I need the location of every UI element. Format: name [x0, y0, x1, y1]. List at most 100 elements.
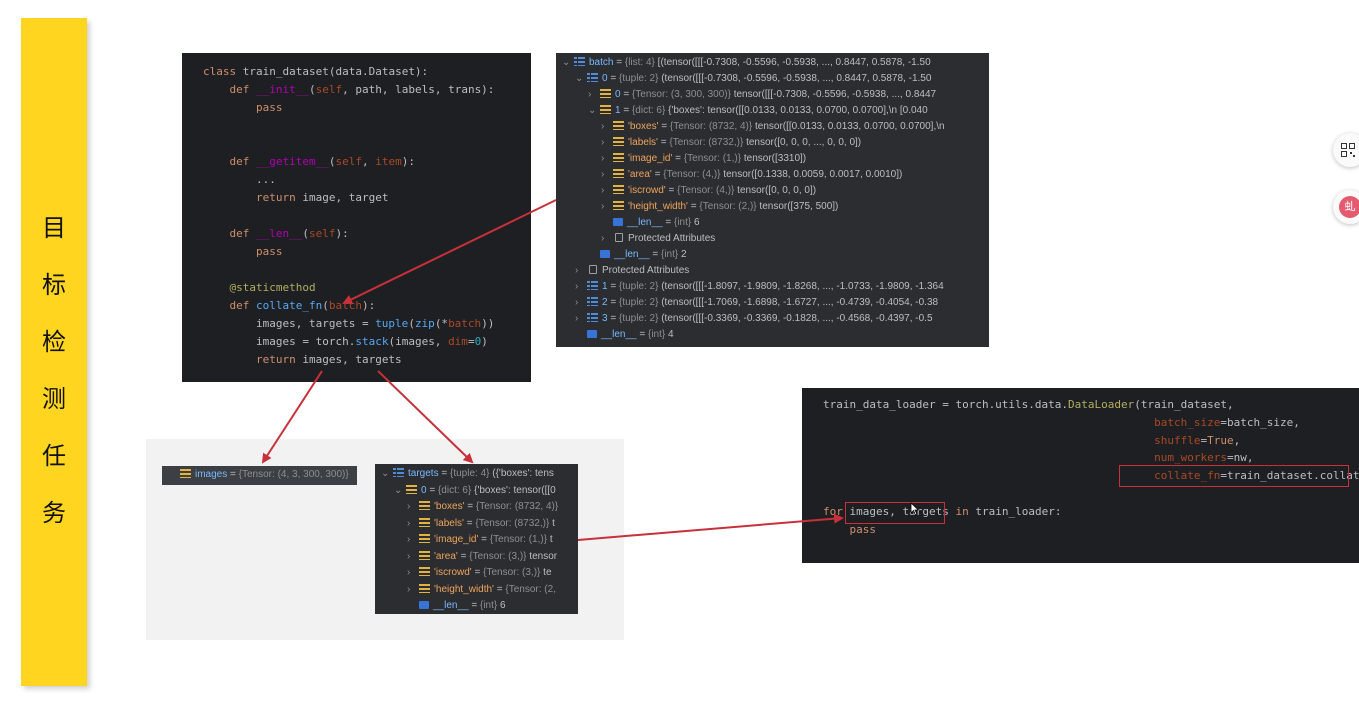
code-token: dim	[448, 335, 468, 348]
code-token: in	[955, 504, 976, 518]
code-token: images, targets =	[203, 317, 376, 330]
chevron-down-icon[interactable]: ⌄	[588, 105, 597, 116]
chevron-right-icon[interactable]: ›	[588, 89, 592, 100]
chevron-right-icon[interactable]: ›	[575, 313, 579, 324]
debug-tree-row[interactable]: ⌄targets = {tuple: 4} ({'boxes': tens	[381, 466, 554, 482]
chevron-right-icon[interactable]: ›	[601, 153, 605, 164]
code-line: class train_dataset(data.Dataset):	[203, 65, 428, 78]
code-line: for images, targets in train_loader:	[823, 505, 1061, 518]
images-debug-tree[interactable]: images = {Tensor: (4, 3, 300, 300)}	[162, 466, 357, 485]
chevron-right-icon[interactable]: ›	[407, 583, 411, 595]
debug-val: tensor([375, 500])	[756, 201, 839, 212]
debug-tree-row[interactable]: __len__ = {int} 4	[575, 327, 674, 343]
chevron-down-icon[interactable]: ⌄	[562, 57, 571, 68]
debug-tree-row[interactable]: ›3 = {tuple: 2} (tensor([[[-0.3369, -0.3…	[575, 311, 933, 327]
chevron-right-icon[interactable]: ›	[601, 137, 605, 148]
targets-debug-tree[interactable]: ⌄targets = {tuple: 4} ({'boxes': tens⌄0 …	[375, 464, 578, 614]
debug-tree-row[interactable]: ›'image_id' = {Tensor: (1,)} t	[407, 532, 553, 548]
code-token: ):	[361, 299, 376, 312]
title-banner: 目标检测任务	[21, 18, 87, 686]
debug-tree-row[interactable]: ›'height_width' = {Tensor: (2,	[407, 582, 556, 598]
debug-tree-row[interactable]: ⌄0 = {tuple: 2} (tensor([[[-0.7308, -0.5…	[575, 71, 931, 87]
debug-eq: =	[672, 153, 684, 164]
debug-name: 'area'	[434, 550, 458, 562]
debug-tree-row[interactable]: __len__ = {int} 6	[601, 215, 700, 231]
debug-name: images	[195, 469, 228, 480]
chevron-right-icon[interactable]: ›	[407, 534, 411, 545]
code-token: (	[302, 227, 309, 240]
debug-tree-row[interactable]: __len__ = {int} 6	[407, 598, 506, 614]
debug-name: 'iscrowd'	[628, 185, 666, 196]
debug-tree-row[interactable]: __len__ = {int} 2	[588, 247, 687, 263]
code-token: pass	[203, 245, 283, 258]
debug-tree-row[interactable]: ›'iscrowd' = {Tensor: (4,)} tensor([0, 0…	[601, 183, 816, 199]
debug-tree-row[interactable]: ›'boxes' = {Tensor: (8732, 4)}	[407, 499, 558, 515]
debug-tree-row[interactable]: ›2 = {tuple: 2} (tensor([[[-1.7069, -1.6…	[575, 295, 938, 311]
debug-tree-row[interactable]: ›'labels' = {Tensor: (8732,)} t	[407, 516, 555, 532]
debug-tree-row[interactable]: ⌄0 = {dict: 6} {'boxes': tensor([[0	[394, 483, 556, 499]
list-variable-icon	[393, 468, 404, 477]
debug-val: {'boxes': tensor([[0.0133, 0.0133, 0.070…	[665, 105, 928, 116]
qr-code-button[interactable]	[1333, 133, 1359, 167]
chevron-right-icon[interactable]: ›	[601, 185, 605, 196]
brand-app-button[interactable]: 虬	[1333, 190, 1359, 224]
list-variable-icon	[587, 297, 598, 306]
code-token: __len__	[255, 227, 303, 240]
debug-tree-row[interactable]: ›1 = {tuple: 2} (tensor([[[-1.8097, -1.9…	[575, 279, 944, 295]
chevron-right-icon[interactable]: ›	[575, 281, 579, 292]
debug-eq: =	[227, 469, 239, 480]
chevron-down-icon[interactable]: ⌄	[381, 468, 390, 479]
debug-val: tensor([0.1338, 0.0059, 0.0017, 0.0010])	[720, 169, 903, 180]
debug-tree-row[interactable]: ›'area' = {Tensor: (3,)} tensor	[407, 549, 557, 565]
chevron-right-icon[interactable]: ›	[575, 297, 579, 308]
debug-tree-row[interactable]: ›'height_width' = {Tensor: (2,)} tensor(…	[601, 199, 838, 215]
code-token: self	[335, 155, 362, 168]
debug-tree-row[interactable]: ›'image_id' = {Tensor: (1,)} tensor([331…	[601, 151, 806, 167]
banner-char: 任	[42, 442, 66, 470]
chevron-right-icon[interactable]: ›	[601, 201, 605, 212]
chevron-right-icon[interactable]: ›	[407, 550, 411, 562]
list-variable-icon	[587, 313, 598, 322]
debug-eq: =	[607, 281, 619, 292]
debug-type: {tuple: 2}	[618, 281, 659, 292]
chevron-right-icon[interactable]: ›	[407, 501, 411, 512]
code-token: =nw,	[1227, 451, 1254, 465]
list-variable-icon	[587, 281, 598, 290]
chevron-right-icon[interactable]: ›	[601, 169, 605, 180]
debug-name: targets	[408, 468, 439, 479]
chevron-down-icon[interactable]: ⌄	[394, 484, 403, 496]
debug-type: {Tensor: (8732,)}	[669, 137, 744, 148]
chevron-down-icon[interactable]: ⌄	[575, 73, 584, 84]
field-variable-icon	[419, 534, 430, 543]
field-variable-icon	[613, 153, 624, 162]
code-token: def	[203, 83, 256, 96]
chevron-right-icon[interactable]: ›	[601, 121, 605, 132]
debug-tree-row[interactable]: ⌄1 = {dict: 6} {'boxes': tensor([[0.0133…	[588, 103, 928, 119]
chevron-right-icon[interactable]: ›	[407, 567, 411, 578]
dataloader-code-panel: train_data_loader = torch.utils.data.Dat…	[802, 388, 1359, 563]
code-token: , path,	[342, 83, 396, 96]
debug-tree-row[interactable]: ›Protected Attributes	[575, 263, 689, 279]
debug-eq: =	[613, 57, 625, 68]
debug-tree-row[interactable]: ›'area' = {Tensor: (4,)} tensor([0.1338,…	[601, 167, 902, 183]
code-token: return	[203, 353, 303, 366]
debug-eq: =	[457, 550, 470, 562]
field-variable-icon	[419, 567, 430, 576]
debug-tree-row[interactable]: ›'boxes' = {Tensor: (8732, 4)} tensor([[…	[601, 119, 945, 135]
debug-type: {Tensor: (4, 3, 300, 300)}	[238, 469, 349, 480]
lock-variable-icon	[589, 265, 597, 274]
chevron-right-icon[interactable]: ›	[575, 265, 579, 276]
debug-tree-row[interactable]: ›0 = {Tensor: (3, 300, 300)} tensor([[[-…	[588, 87, 936, 103]
debug-tree-row[interactable]: ⌄batch = {list: 4} [(tensor([[[-0.7308, …	[562, 55, 931, 71]
debug-name: 1	[615, 105, 621, 116]
debug-tree-row[interactable]: ›'labels' = {Tensor: (8732,)} tensor([0,…	[601, 135, 861, 151]
debug-tree-row[interactable]: ›'iscrowd' = {Tensor: (3,)} te	[407, 565, 552, 581]
chevron-right-icon[interactable]: ›	[601, 233, 605, 244]
debug-tree-row[interactable]: ›Protected Attributes	[601, 231, 715, 247]
code-token: collate_fn	[255, 299, 323, 312]
batch-debug-tree[interactable]: ⌄batch = {list: 4} [(tensor([[[-0.7308, …	[556, 53, 989, 347]
banner-title: 目标检测任务	[21, 200, 87, 542]
debug-tree-row[interactable]: images = {Tensor: (4, 3, 300, 300)}	[168, 467, 349, 483]
field-variable-icon	[613, 121, 624, 130]
chevron-right-icon[interactable]: ›	[407, 517, 411, 529]
